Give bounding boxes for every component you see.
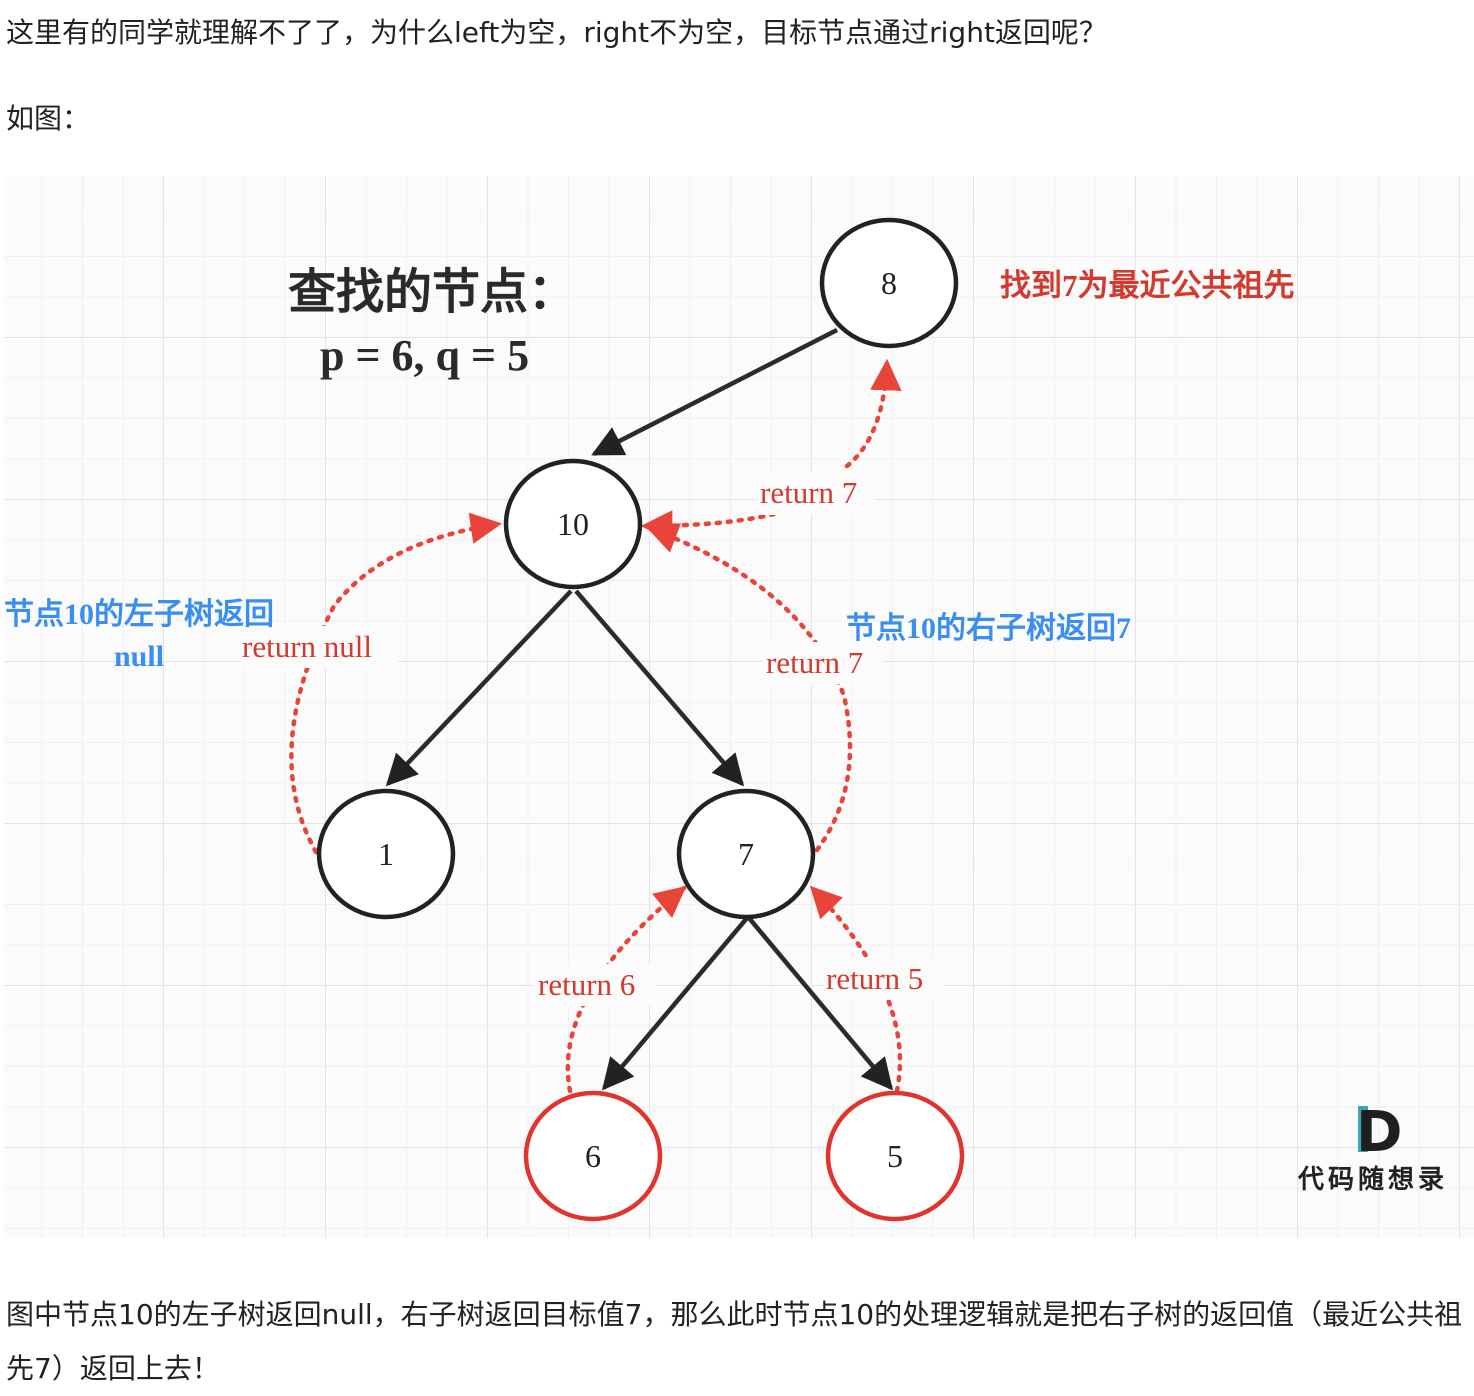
return-6-label: return 6 <box>538 967 635 1002</box>
edge-10-to-7 <box>574 589 745 787</box>
node-5 <box>825 1090 965 1222</box>
found-ancestor-note: 找到7为最近公共祖先 <box>1000 268 1295 303</box>
right-subtree-note: 节点10的右子树返回7 <box>846 612 1131 645</box>
watermark-text: 代码随想录 <box>1297 1164 1448 1195</box>
return-arrow-10-to-8 <box>844 358 902 469</box>
node-6-label: 6 <box>585 1138 601 1174</box>
node-6 <box>523 1090 663 1222</box>
return-arrow-1-to-10 <box>289 512 503 855</box>
edge-10-to-1 <box>385 589 573 787</box>
watermark-logo-letter: D <box>1356 1100 1402 1165</box>
return-7-top-label: return 7 <box>760 475 857 510</box>
node-8 <box>819 217 959 349</box>
question-paragraph: 这里有的同学就理解不了了，为什么left为空，right不为空，目标节点通过ri… <box>6 16 1107 49</box>
search-heading: 查找的节点： <box>288 266 576 319</box>
explanation-paragraph: 图中节点10的左子树返回null，右子树返回目标值7，那么此时节点10的处理逻辑… <box>6 1298 1463 1385</box>
tree-diagram-canvas: 8 10 1 7 6 5 查找的节点： p = 6, q = 5 找到7为最近公… <box>4 217 1448 1222</box>
edge-8-to-10 <box>591 327 839 457</box>
node-7 <box>676 788 816 920</box>
return-arrow-7-to-10 <box>640 510 777 542</box>
node-5-label: 5 <box>887 1138 903 1174</box>
figure-intro-text: 如图： <box>6 102 91 135</box>
node-1 <box>316 788 456 920</box>
edge-7-to-6 <box>601 916 749 1091</box>
search-targets: p = 6, q = 5 <box>320 331 529 380</box>
node-8-label: 8 <box>881 265 897 301</box>
return-5-label: return 5 <box>826 961 923 996</box>
watermark-logo: D 代码随想录 <box>1297 1100 1448 1195</box>
return-null-label: return null <box>242 629 372 664</box>
left-subtree-note-null: null <box>114 640 164 673</box>
left-subtree-note: 节点10的左子树返回 <box>4 598 274 631</box>
node-1-label: 1 <box>378 836 394 872</box>
return-7-mid-label: return 7 <box>766 645 863 680</box>
node-7-label: 7 <box>738 836 754 872</box>
node-10 <box>503 458 643 590</box>
node-10-label: 10 <box>557 506 589 542</box>
edge-7-to-5 <box>747 916 894 1091</box>
tree-diagram: 8 10 1 7 6 5 查找的节点： p = 6, q = 5 找到7为最近公… <box>4 176 1474 1238</box>
